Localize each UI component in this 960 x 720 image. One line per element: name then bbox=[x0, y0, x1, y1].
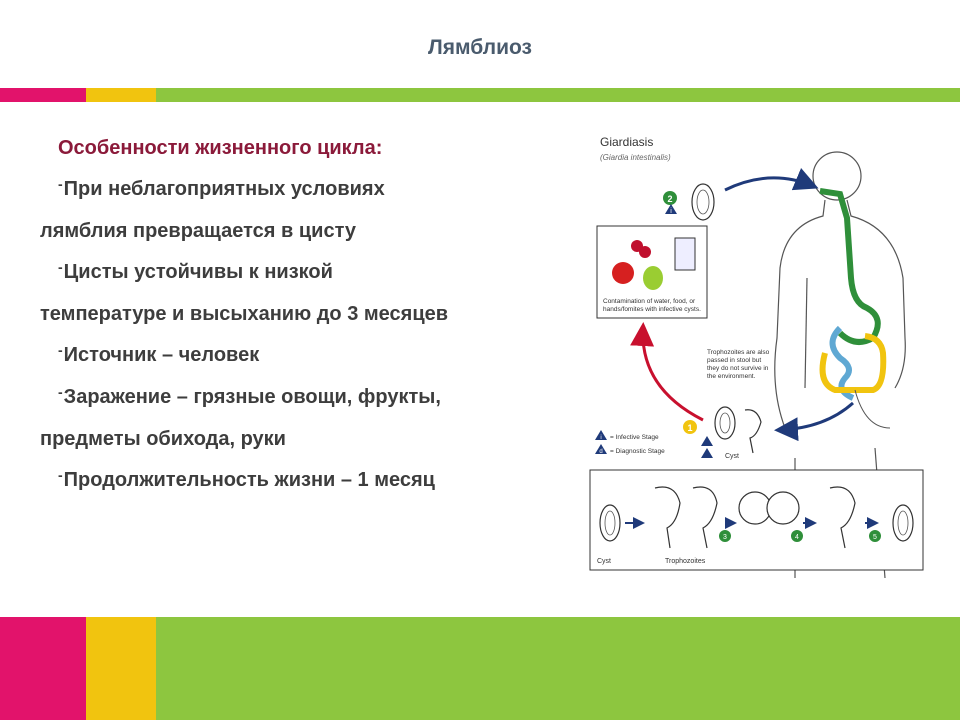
bottom-color-stripe bbox=[0, 617, 960, 720]
bullet-1-continuation: лямблия превращается в цисту bbox=[40, 220, 357, 242]
contamination-caption-1: Contamination of water, food, or bbox=[603, 298, 696, 305]
cyst-label: Cyst bbox=[725, 453, 739, 460]
trophozoite-note-1: Trophozoites are also bbox=[707, 349, 770, 356]
giardiasis-life-cycle-figure: Giardiasis (Giardia intestinalis) 2 i bbox=[585, 128, 925, 579]
stage-legend: i = Infective Stage d = Diagnostic Stage bbox=[595, 430, 665, 455]
diagnostic-stage-marker bbox=[701, 448, 713, 458]
apple-icon bbox=[612, 262, 634, 284]
contamination-box: Contamination of water, food, or hands/f… bbox=[596, 225, 708, 319]
svg-text:3: 3 bbox=[723, 534, 727, 541]
stool-line bbox=[854, 389, 891, 429]
slide-body: Особенности жизненного цикла: -При небла… bbox=[40, 128, 540, 502]
legend-infective: = Infective Stage bbox=[610, 434, 659, 441]
bullet-2: -Цисты устойчивы к низкой bbox=[58, 259, 333, 283]
step-4-marker bbox=[791, 530, 803, 542]
ingested-cyst: 2 i bbox=[663, 183, 715, 221]
digestive-tract bbox=[819, 188, 881, 345]
step-5-marker bbox=[869, 530, 881, 542]
large-intestine bbox=[819, 333, 887, 393]
bullet-4-continuation: предметы обихода, руки bbox=[40, 428, 286, 450]
svg-text:i: i bbox=[600, 435, 601, 441]
bullet-2-continuation: температуре и высыханию до 3 месяцев bbox=[40, 303, 449, 325]
figure-title: Giardiasis bbox=[600, 135, 653, 149]
stripe-pink bbox=[0, 88, 86, 102]
contamination-caption-2: hands/fomites with infective cysts. bbox=[603, 306, 701, 313]
bottom-cyst-label: Cyst bbox=[597, 558, 611, 565]
stripe-green bbox=[156, 88, 960, 102]
step-3-marker bbox=[719, 530, 731, 542]
pear-icon bbox=[643, 266, 663, 290]
slide-title: Лямблиоз bbox=[428, 36, 532, 59]
stripe-pink-bottom bbox=[0, 617, 86, 720]
svg-text:d: d bbox=[599, 449, 602, 455]
bullet-3-text: Источник – человек bbox=[63, 344, 260, 366]
bullet-1-text: При неблагоприятных условиях bbox=[63, 178, 385, 200]
contamination-arrow bbox=[630, 322, 704, 422]
bullet-4-text: Заражение – грязные овощи, фрукты, bbox=[63, 386, 441, 408]
trophozoite-note-3: they do not survive in bbox=[707, 365, 769, 372]
top-color-stripe bbox=[0, 88, 960, 102]
bullet-1: -При неблагоприятных условиях bbox=[58, 176, 385, 200]
stripe-yellow-bottom bbox=[86, 617, 156, 720]
legend-diagnostic: = Diagnostic Stage bbox=[610, 448, 665, 455]
svg-text:i: i bbox=[670, 208, 672, 215]
step-1-marker bbox=[683, 420, 697, 434]
water-glass-icon bbox=[674, 237, 696, 271]
trophozoite-note-4: the environment. bbox=[707, 373, 756, 380]
svg-text:2: 2 bbox=[667, 194, 672, 204]
excretion-arrow bbox=[774, 401, 854, 442]
stripe-yellow bbox=[86, 88, 156, 102]
infective-stage-marker-2 bbox=[701, 436, 713, 446]
trophozoite-note-2: passed in stool but bbox=[707, 357, 761, 364]
passed-stages: 1 Cyst bbox=[683, 406, 762, 460]
bullet-5: -Продолжительность жизни – 1 месяц bbox=[58, 467, 435, 491]
trophozoites-label: Trophozoites bbox=[665, 558, 706, 565]
life-cycle-diagram: Giardiasis (Giardia intestinalis) 2 i bbox=[589, 135, 924, 579]
ingestion-arrow bbox=[724, 167, 819, 192]
berries-icon-2 bbox=[639, 246, 651, 258]
bullet-2-text: Цисты устойчивы к низкой bbox=[63, 261, 333, 283]
excystation-panel: 3 4 5 Cyst Trophozoites bbox=[589, 469, 924, 571]
figure-subtitle: (Giardia intestinalis) bbox=[600, 153, 671, 162]
svg-text:5: 5 bbox=[873, 534, 877, 541]
stripe-green-bottom bbox=[156, 617, 960, 720]
step-2-marker bbox=[663, 191, 677, 205]
svg-text:4: 4 bbox=[795, 534, 799, 541]
bullet-5-text: Продолжительность жизни – 1 месяц bbox=[63, 469, 435, 491]
bullet-3: -Источник – человек bbox=[58, 342, 260, 366]
section-heading: Особенности жизненного цикла: bbox=[58, 137, 383, 159]
infective-stage-marker bbox=[665, 204, 677, 214]
svg-text:1: 1 bbox=[687, 423, 692, 433]
bullet-4: -Заражение – грязные овощи, фрукты, bbox=[58, 384, 441, 408]
